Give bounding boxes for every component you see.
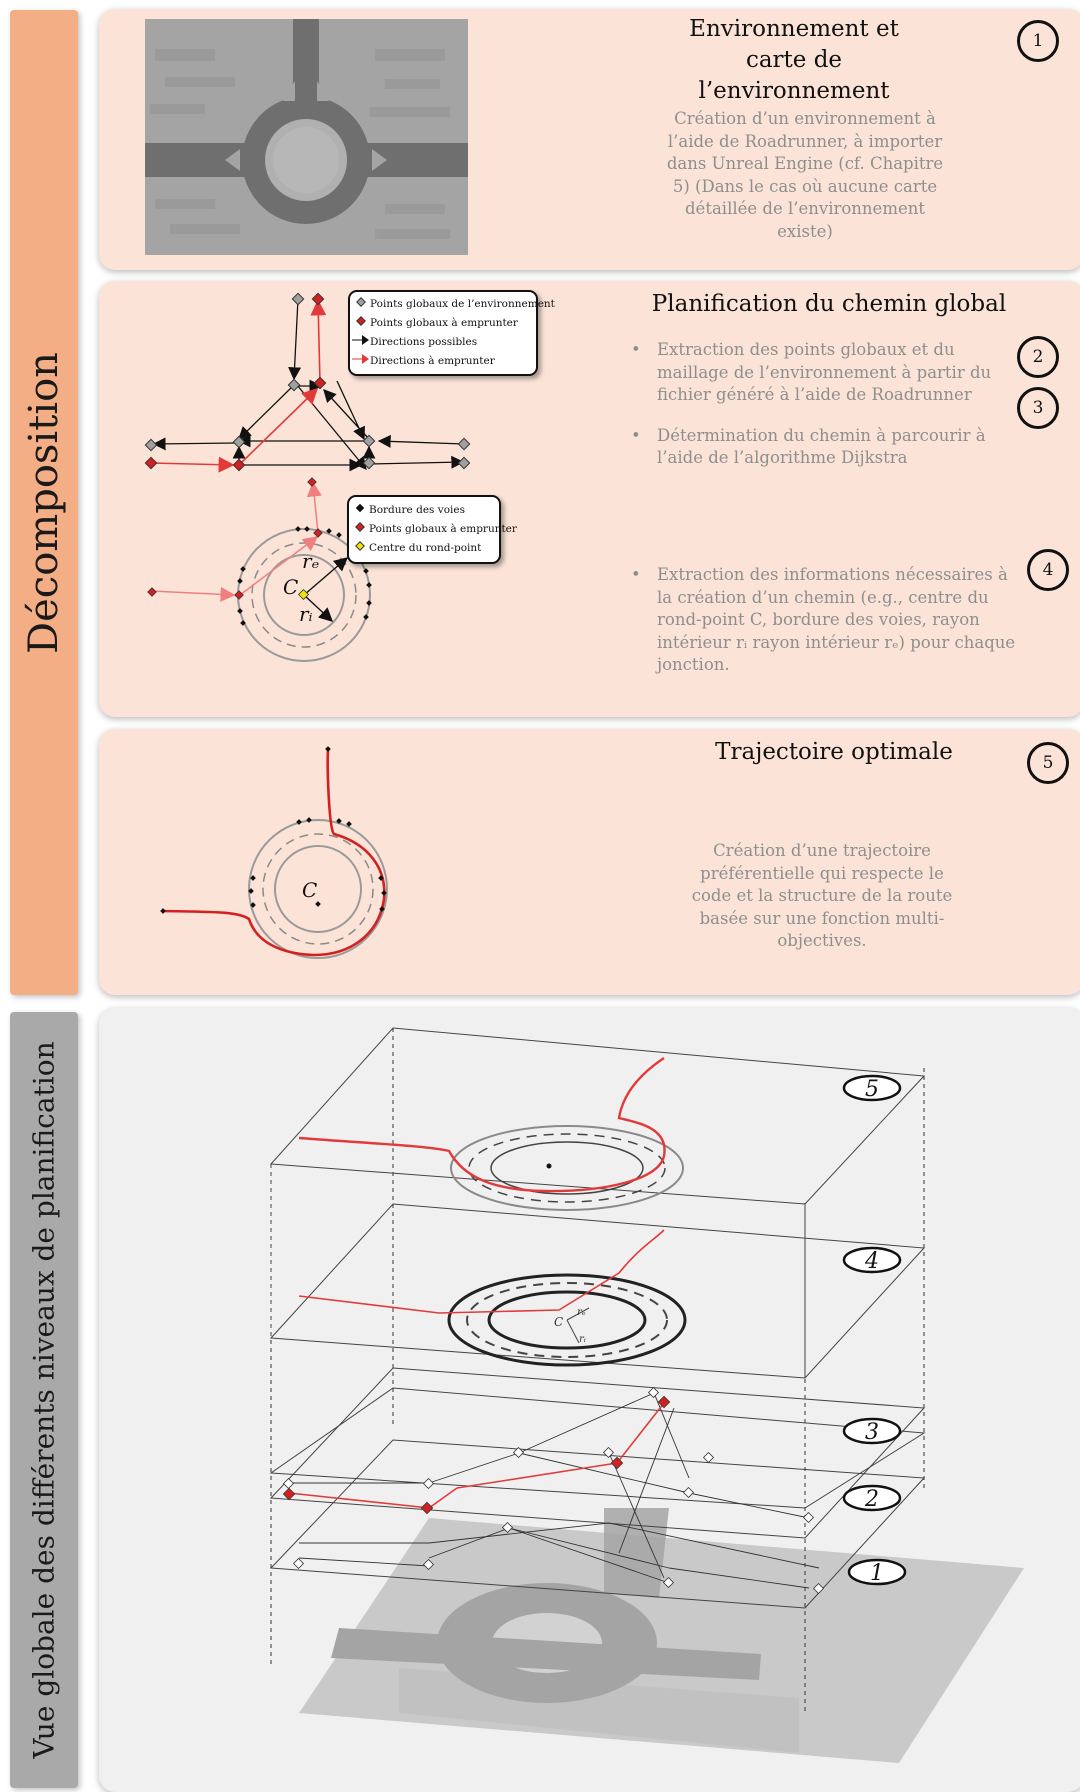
sidebar-decomposition-label: Décomposition — [21, 351, 67, 654]
layer5-roundabout — [298, 1057, 684, 1211]
panel2-bullets-junction: Extraction des informations nécessaires … — [629, 564, 1019, 695]
panel3-description: Création d’une trajectoire préférentiell… — [691, 841, 953, 950]
layer4-roundabout: C rₑ rᵢ — [298, 1229, 687, 1367]
legend1-label-red: Points globaux à emprunter — [370, 317, 518, 329]
panel2-bullets: Extraction des points globaux et du mail… — [629, 339, 1014, 488]
bullet-dijkstra: Détermination du chemin à parcourir à l’… — [629, 425, 1014, 470]
legend2-item-red: Points globaux à emprunter — [351, 520, 517, 539]
legend2-item-center: Centre du rond-point — [351, 539, 497, 558]
layer4-label-center: C — [554, 1315, 563, 1329]
layer-badges: 5 4 3 2 1 — [842, 1074, 907, 1586]
label-center-c-2: C — [302, 878, 317, 902]
step-1-badge: 1 — [1017, 20, 1059, 62]
optimal-trajectory-diagram: C — [160, 746, 388, 959]
layer4-label-inner-radius: rᵢ — [579, 1334, 586, 1345]
legend-global-points: Points globaux de l’environnement Points… — [348, 290, 555, 376]
step-4-badge: 4 — [1027, 549, 1069, 591]
step-3-badge: 3 — [1017, 387, 1059, 429]
legend1-item-gray: Points globaux de l’environnement — [352, 295, 555, 314]
panel-optimal-trajectory: C Trajectoire optimale 5 Création d’une … — [99, 729, 1080, 995]
bullet-extraction-points: Extraction des points globaux et du mail… — [629, 339, 1014, 407]
layer4-label-outer-radius: rₑ — [577, 1307, 586, 1318]
gray-diamond-icon — [352, 295, 370, 314]
panel1-title: Environnement et carte de l’environnemen… — [689, 16, 899, 104]
yellow-diamond-icon — [351, 539, 369, 558]
layered-planning-diagram: C rₑ rᵢ 5 4 3 2 1 — [269, 1027, 1024, 1763]
panel2-title: Planification du chemin global — [651, 291, 1007, 317]
roundabout-geometry-diagram: C rₑ rᵢ — [147, 477, 372, 662]
panel1-description: Création d’un environnement à l’aide de … — [666, 109, 944, 241]
panel3-title: Trajectoire optimale — [715, 739, 953, 765]
panel-environment: Environnement et carte de l’environnemen… — [99, 9, 1080, 270]
layer-badge-2: 2 — [864, 1487, 879, 1512]
black-arrow-icon — [352, 333, 370, 352]
legend1-item-red-arrow: Directions à emprunter — [352, 352, 534, 371]
legend1-label-red-arrow: Directions à emprunter — [370, 355, 495, 367]
legend2-item-border: Bordure des voies — [351, 501, 497, 520]
layer-badge-3: 3 — [865, 1420, 879, 1445]
black-diamond-icon — [351, 501, 369, 520]
sidebar-global-view: Vue globale des différents niveaux de pl… — [10, 1012, 78, 1788]
layer-badge-1: 1 — [870, 1561, 884, 1586]
legend1-item-red: Points globaux à emprunter — [352, 314, 534, 333]
label-outer-radius: rₑ — [302, 549, 319, 573]
legend-roundabout: Bordure des voies Points globaux à empru… — [347, 495, 517, 564]
sidebar-decomposition: Décomposition — [10, 10, 78, 995]
legend2-label-border: Bordure des voies — [369, 504, 465, 516]
layer-badge-4: 4 — [864, 1249, 879, 1274]
red-arrow-icon — [352, 352, 370, 371]
legend1-item-black-arrow: Directions possibles — [352, 333, 534, 352]
global-path-graph — [144, 292, 471, 473]
legend1-label-black-arrow: Directions possibles — [370, 336, 478, 348]
step-5-badge: 5 — [1027, 742, 1069, 784]
sidebar-global-view-label: Vue globale des différents niveaux de pl… — [27, 1041, 61, 1759]
legend2-label-red: Points globaux à emprunter — [369, 523, 517, 535]
bullet-junction-info: Extraction des informations nécessaires … — [629, 564, 1019, 677]
legend1-label-gray: Points globaux de l’environnement — [370, 298, 555, 310]
base-map-layer — [299, 1508, 1024, 1763]
label-center-c: C — [283, 575, 298, 599]
panel-global-path: Points globaux de l’environnement Points… — [99, 281, 1080, 717]
panel-layered-overview: C rₑ rᵢ 5 4 3 2 1 — [99, 1008, 1080, 1792]
step-2-badge: 2 — [1017, 336, 1059, 378]
environment-map-image — [145, 19, 468, 255]
red-diamond-icon — [351, 520, 369, 539]
red-diamond-icon — [352, 314, 370, 333]
layer-badge-5: 5 — [865, 1077, 879, 1102]
label-inner-radius: rᵢ — [299, 602, 313, 626]
legend2-label-center: Centre du rond-point — [369, 542, 482, 554]
